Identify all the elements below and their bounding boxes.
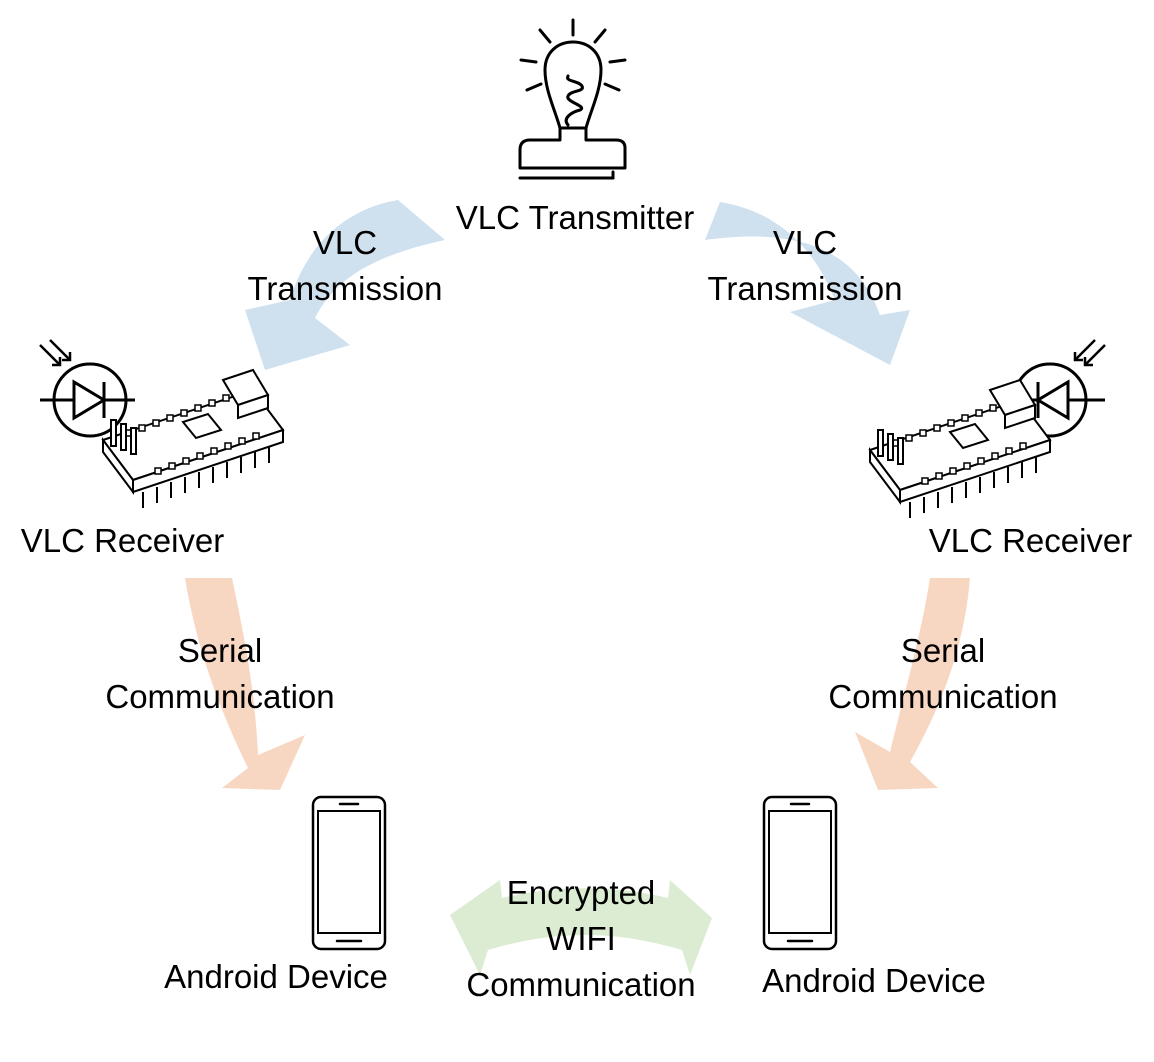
vlc-arrow-left xyxy=(245,200,445,370)
receiver-label-right: VLC Receiver xyxy=(928,522,1133,559)
smartphone-icon-left xyxy=(311,795,387,951)
vlc-transmission-label-left: VLC Transmission xyxy=(247,224,443,307)
microcontroller-board-icon-right xyxy=(869,379,1051,519)
vlc-transmission-label-right: VLC Transmission xyxy=(707,224,903,307)
wifi-arrow xyxy=(450,880,712,975)
serial-arrow-left xyxy=(185,578,305,790)
serial-label-right: Serial Communication xyxy=(828,632,1058,715)
device-label-right: Android Device xyxy=(762,962,986,999)
wifi-label: Encrypted WIFI Communication xyxy=(466,874,696,1003)
microcontroller-board-icon-left xyxy=(102,369,284,509)
device-label-left: Android Device xyxy=(164,958,388,995)
serial-arrow-right xyxy=(855,578,970,790)
serial-label-left: Serial Communication xyxy=(105,632,335,715)
transmitter-label: VLC Transmitter xyxy=(455,199,695,236)
vlc-arrow-right xyxy=(705,202,910,365)
smartphone-icon-right xyxy=(762,795,838,951)
photodiode-icon-left xyxy=(39,339,135,438)
light-bulb-icon xyxy=(518,18,627,180)
receiver-label-left: VLC Receiver xyxy=(20,522,225,559)
